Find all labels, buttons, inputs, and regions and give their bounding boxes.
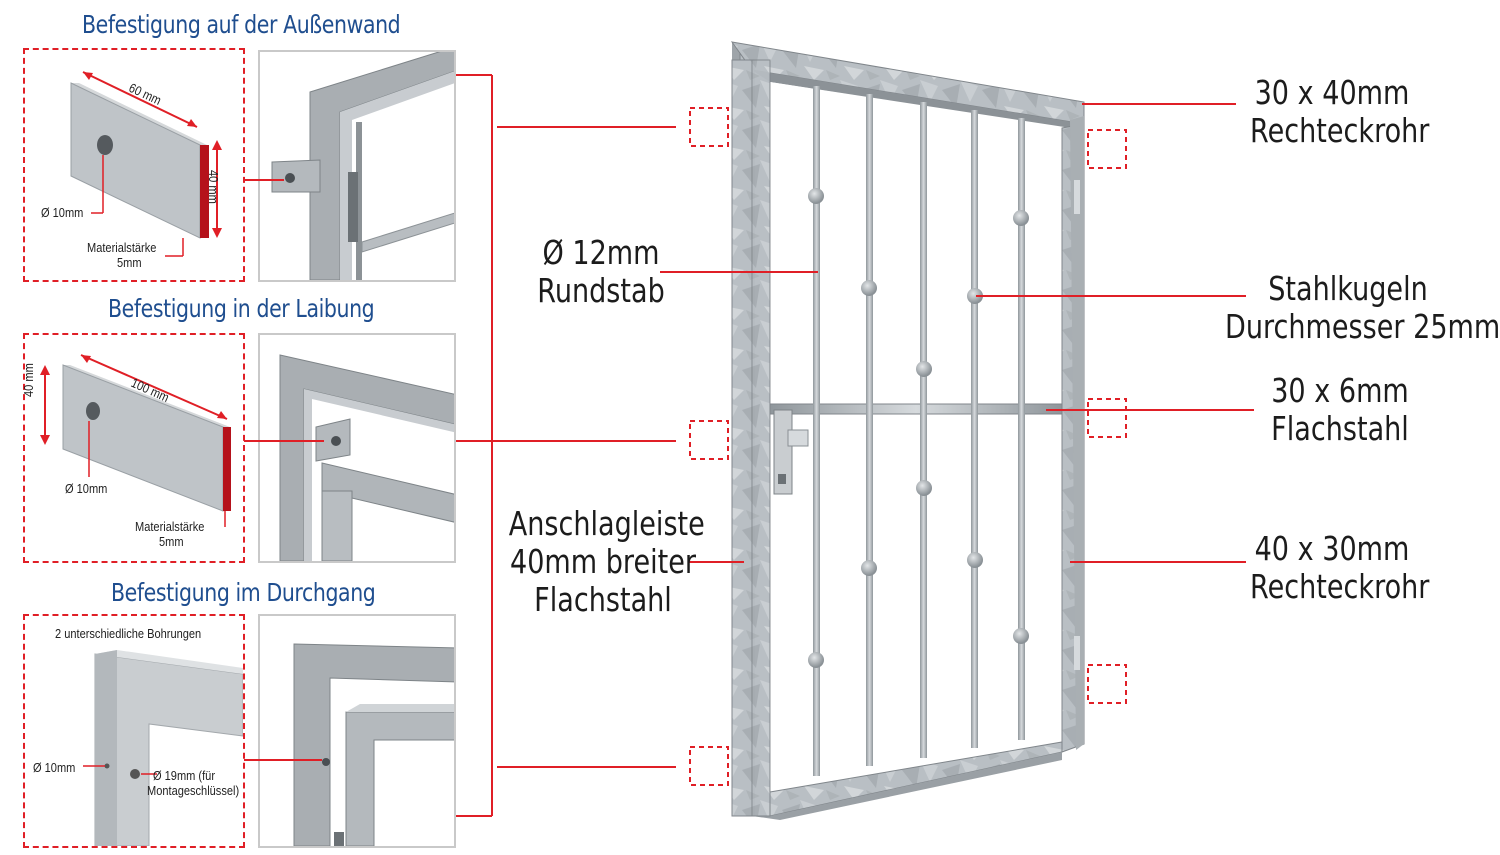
hole-large-label: Ø 19mm (für	[153, 768, 216, 783]
photo-reveal	[258, 333, 456, 563]
anchor-markers	[689, 107, 1127, 786]
photo-outer-wall	[258, 50, 456, 282]
material-thickness-label: Materialstärke	[135, 519, 205, 534]
hole-small-label: Ø 10mm	[33, 760, 76, 775]
door-grille	[730, 41, 1085, 820]
material-thickness-label: Materialstärke	[87, 240, 157, 255]
plate-detail-box-reveal: 100 mm 40 mm Ø 10mm Materialstärke 5mm	[21, 333, 245, 563]
hole-diameter-label: Ø 10mm	[41, 205, 84, 220]
section-title-passage: Befestigung im Durchgang	[111, 578, 376, 607]
material-thickness-value: 5mm	[117, 255, 142, 270]
section-title-outer-wall: Befestigung auf der Außenwand	[82, 10, 401, 39]
hole-diameter-label: Ø 10mm	[65, 481, 108, 496]
plate-detail-box-outer-wall: 60 mm 40 mm Ø 10mm Materialstärke 5mm	[23, 48, 245, 282]
hole-large-purpose: Montageschlüssel)	[147, 783, 240, 798]
section-title-reveal: Befestigung in der Laibung	[108, 294, 375, 323]
photo-passage	[258, 614, 456, 848]
connector-bracket	[244, 74, 676, 817]
mounting-plate-illustration	[70, 71, 222, 257]
material-thickness-value: 5mm	[159, 534, 184, 549]
drilling-note: 2 unterschiedliche Bohrungen	[55, 626, 202, 641]
profile-detail-box-passage: 2 unterschiedliche Bohrungen Ø 10mm Ø 19…	[23, 614, 245, 848]
label-leaders	[660, 103, 1254, 563]
